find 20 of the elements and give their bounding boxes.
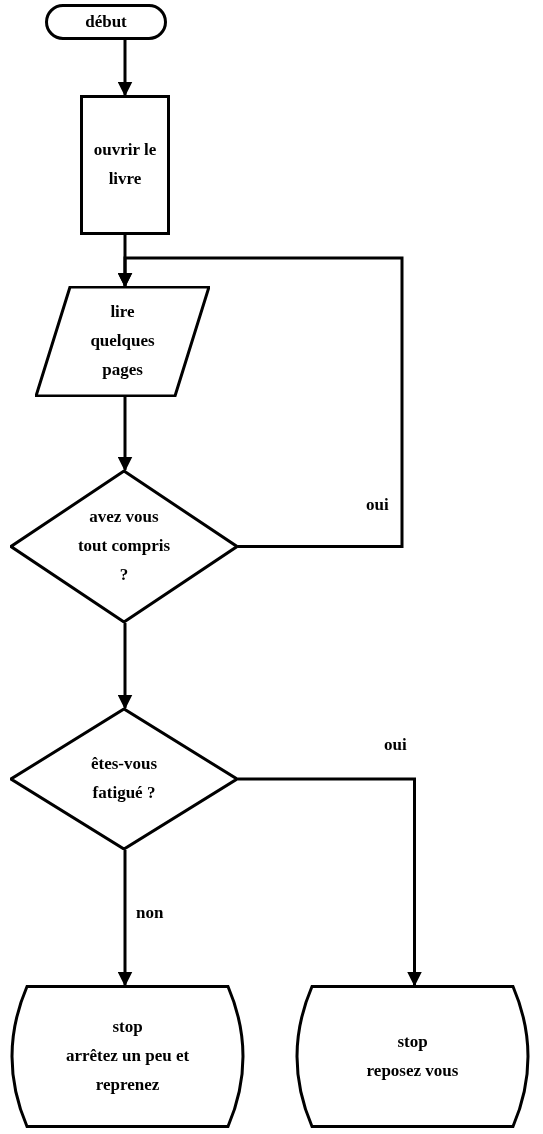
node-text: reposez vous: [366, 1059, 459, 1082]
node-text: avez vous tout compris ?: [76, 506, 172, 586]
arrow: [117, 850, 133, 987]
node-text: début: [85, 10, 127, 33]
node-text: ouvrir le livre: [92, 139, 158, 190]
input-parallelogram: [35, 286, 210, 397]
node-text: lire quelques pages: [89, 301, 156, 381]
arrow: [117, 623, 133, 710]
arrow: [117, 256, 404, 548]
process-box: [80, 95, 170, 235]
node-text: êtes-vous fatigué ?: [89, 753, 159, 804]
arrow: [238, 777, 422, 987]
arrow: [117, 40, 133, 97]
decision-diamond: [10, 708, 238, 850]
node-text: arrêtez un peu et reprenez: [64, 1045, 191, 1096]
decision-diamond: [10, 470, 238, 623]
arrow: [117, 397, 133, 472]
node-text: stop: [397, 1030, 428, 1053]
start-terminal: [45, 4, 167, 40]
node-text: stop: [112, 1016, 143, 1039]
